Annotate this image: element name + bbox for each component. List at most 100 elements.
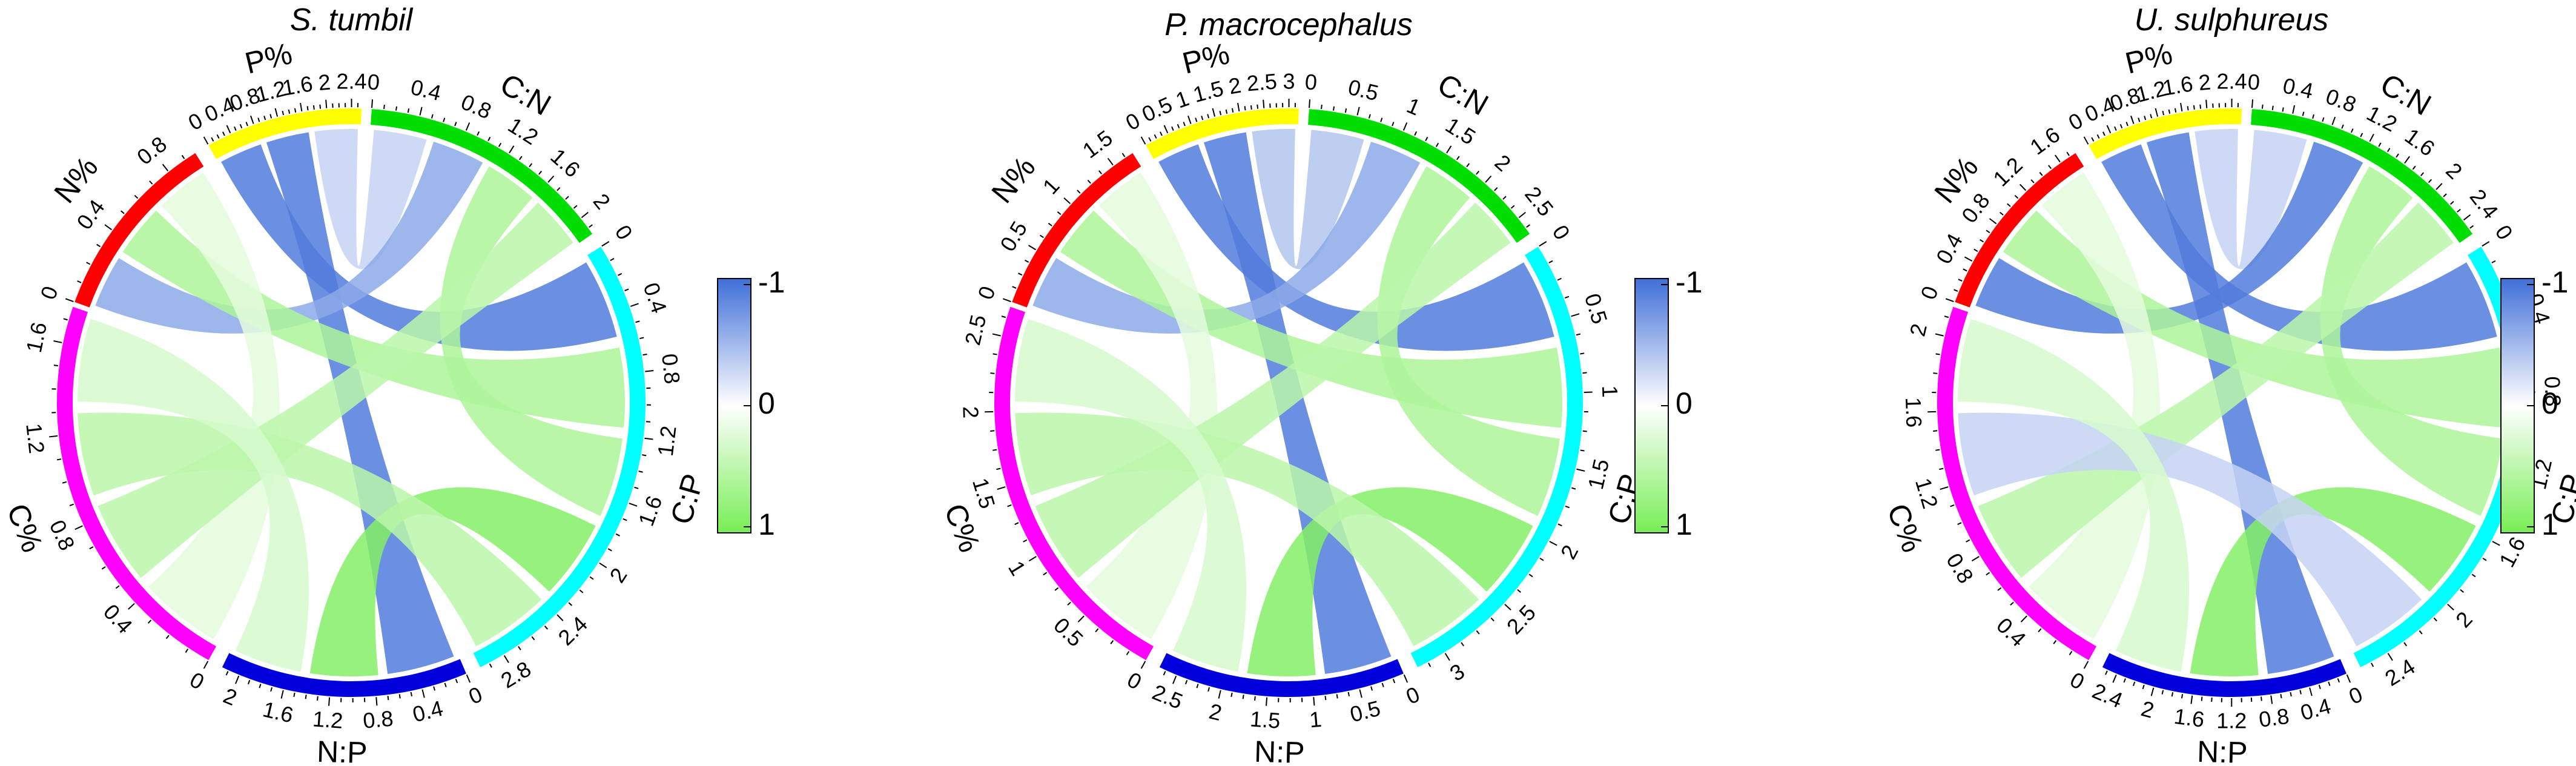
chord-link-n-pct-c-n bbox=[95, 141, 483, 334]
tick-mark bbox=[104, 224, 112, 231]
tick-mark bbox=[2457, 208, 2461, 213]
tick-mark bbox=[1098, 170, 1102, 174]
tick-label: 0.4 bbox=[1931, 229, 1967, 268]
chord-link-c-n-c-pct bbox=[1035, 202, 1511, 578]
tick-mark bbox=[1986, 229, 1990, 234]
tick-mark bbox=[623, 518, 627, 521]
tick-label: 1.5 bbox=[1078, 125, 1117, 163]
tick-mark bbox=[465, 122, 471, 131]
colorbar-tick-label: 0 bbox=[758, 386, 775, 420]
tick-mark bbox=[518, 156, 523, 160]
tick-mark bbox=[1510, 205, 1515, 209]
tick-mark bbox=[1414, 131, 1418, 136]
tick-mark bbox=[96, 243, 101, 248]
tick-mark bbox=[2378, 142, 2382, 147]
tick-mark bbox=[53, 365, 58, 366]
tick-mark bbox=[630, 303, 639, 307]
tick-mark bbox=[1971, 556, 1980, 562]
tick-label: 2.5 bbox=[1520, 182, 1558, 221]
tick-mark bbox=[1381, 682, 1384, 687]
tick-mark bbox=[1485, 175, 1492, 183]
tick-mark bbox=[1557, 277, 1562, 281]
tick-label: 0 bbox=[186, 667, 208, 695]
tick-mark bbox=[610, 257, 615, 262]
tick-mark bbox=[1966, 539, 1970, 543]
tick-mark bbox=[489, 663, 492, 668]
tick-mark bbox=[1940, 486, 1949, 490]
tick-label: 0 bbox=[1123, 667, 1146, 695]
tick-mark bbox=[1067, 601, 1071, 606]
tick-mark bbox=[250, 115, 254, 124]
tick-mark bbox=[77, 280, 82, 283]
tick-mark bbox=[2150, 114, 2153, 119]
tick-mark bbox=[1242, 695, 1244, 699]
tick-mark bbox=[1237, 102, 1240, 112]
tick-mark bbox=[2014, 194, 2019, 199]
tick-mark bbox=[568, 602, 573, 606]
tick-mark bbox=[1336, 694, 1338, 699]
tick-mark bbox=[2106, 125, 2112, 134]
tick-mark bbox=[203, 661, 209, 669]
tick-mark bbox=[1392, 122, 1395, 127]
tick-mark bbox=[1444, 653, 1450, 661]
tick-mark bbox=[2199, 104, 2202, 109]
tick-mark bbox=[1582, 430, 1587, 432]
segment-arc bbox=[1159, 653, 1404, 697]
tick-mark bbox=[2096, 134, 2100, 139]
tick-label: 1 bbox=[1172, 85, 1192, 113]
tick-mark bbox=[635, 320, 640, 323]
tick-label: 1.2 bbox=[312, 706, 344, 733]
tick-mark bbox=[2341, 124, 2344, 129]
tick-mark bbox=[2205, 99, 2208, 108]
tick-mark bbox=[1935, 449, 1940, 451]
tick-mark bbox=[56, 458, 62, 461]
tick-mark bbox=[2180, 102, 2183, 112]
tick-mark bbox=[556, 187, 561, 191]
tick-mark bbox=[2280, 693, 2282, 699]
tick-mark bbox=[165, 635, 170, 639]
tick-mark bbox=[2155, 108, 2159, 117]
tick-mark bbox=[1196, 684, 1199, 688]
tick-mark bbox=[2020, 615, 2027, 622]
tick-mark bbox=[222, 131, 225, 136]
tick-label: 0 bbox=[2491, 220, 2518, 244]
tick-mark bbox=[2144, 116, 2147, 121]
tick-mark bbox=[1257, 104, 1259, 109]
tick-mark bbox=[1163, 671, 1166, 676]
colorbar-tick-label: 0 bbox=[2541, 386, 2558, 420]
tick-mark bbox=[638, 470, 643, 473]
tick-mark bbox=[300, 102, 303, 112]
tick-mark bbox=[1126, 651, 1130, 656]
tick-mark bbox=[2396, 153, 2399, 158]
tick-mark bbox=[1012, 286, 1017, 289]
tick-mark bbox=[607, 548, 612, 552]
tick-mark bbox=[49, 435, 58, 438]
tick-mark bbox=[2420, 172, 2425, 177]
tick-mark bbox=[1187, 115, 1192, 124]
tick-mark bbox=[1028, 245, 1036, 251]
tick-label: 2 bbox=[1227, 73, 1243, 99]
tick-mark bbox=[115, 585, 120, 589]
tick-label: 1 bbox=[1597, 385, 1623, 398]
chord-link-c-n-c-pct bbox=[1978, 202, 2454, 578]
segment-arc bbox=[1012, 153, 1141, 308]
tick-mark bbox=[274, 108, 279, 117]
tick-label: 1.6 bbox=[2494, 533, 2531, 571]
tick-mark bbox=[509, 145, 515, 154]
tick-mark bbox=[444, 682, 447, 687]
tick-mark bbox=[2048, 165, 2052, 170]
tick-mark bbox=[74, 525, 83, 530]
tick-mark bbox=[617, 272, 623, 276]
segment-label: N% bbox=[985, 150, 1042, 210]
tick-mark bbox=[1933, 372, 1938, 374]
tick-mark bbox=[1025, 259, 1029, 263]
tick-mark bbox=[1580, 352, 1585, 355]
tick-label: 0 bbox=[1548, 220, 1575, 244]
tick-mark bbox=[216, 134, 220, 139]
tick-mark bbox=[2193, 105, 2195, 110]
tick-mark bbox=[2309, 687, 2313, 696]
tick-mark bbox=[1324, 696, 1327, 701]
tick-mark bbox=[2168, 109, 2171, 114]
tick-mark bbox=[2471, 573, 2476, 578]
